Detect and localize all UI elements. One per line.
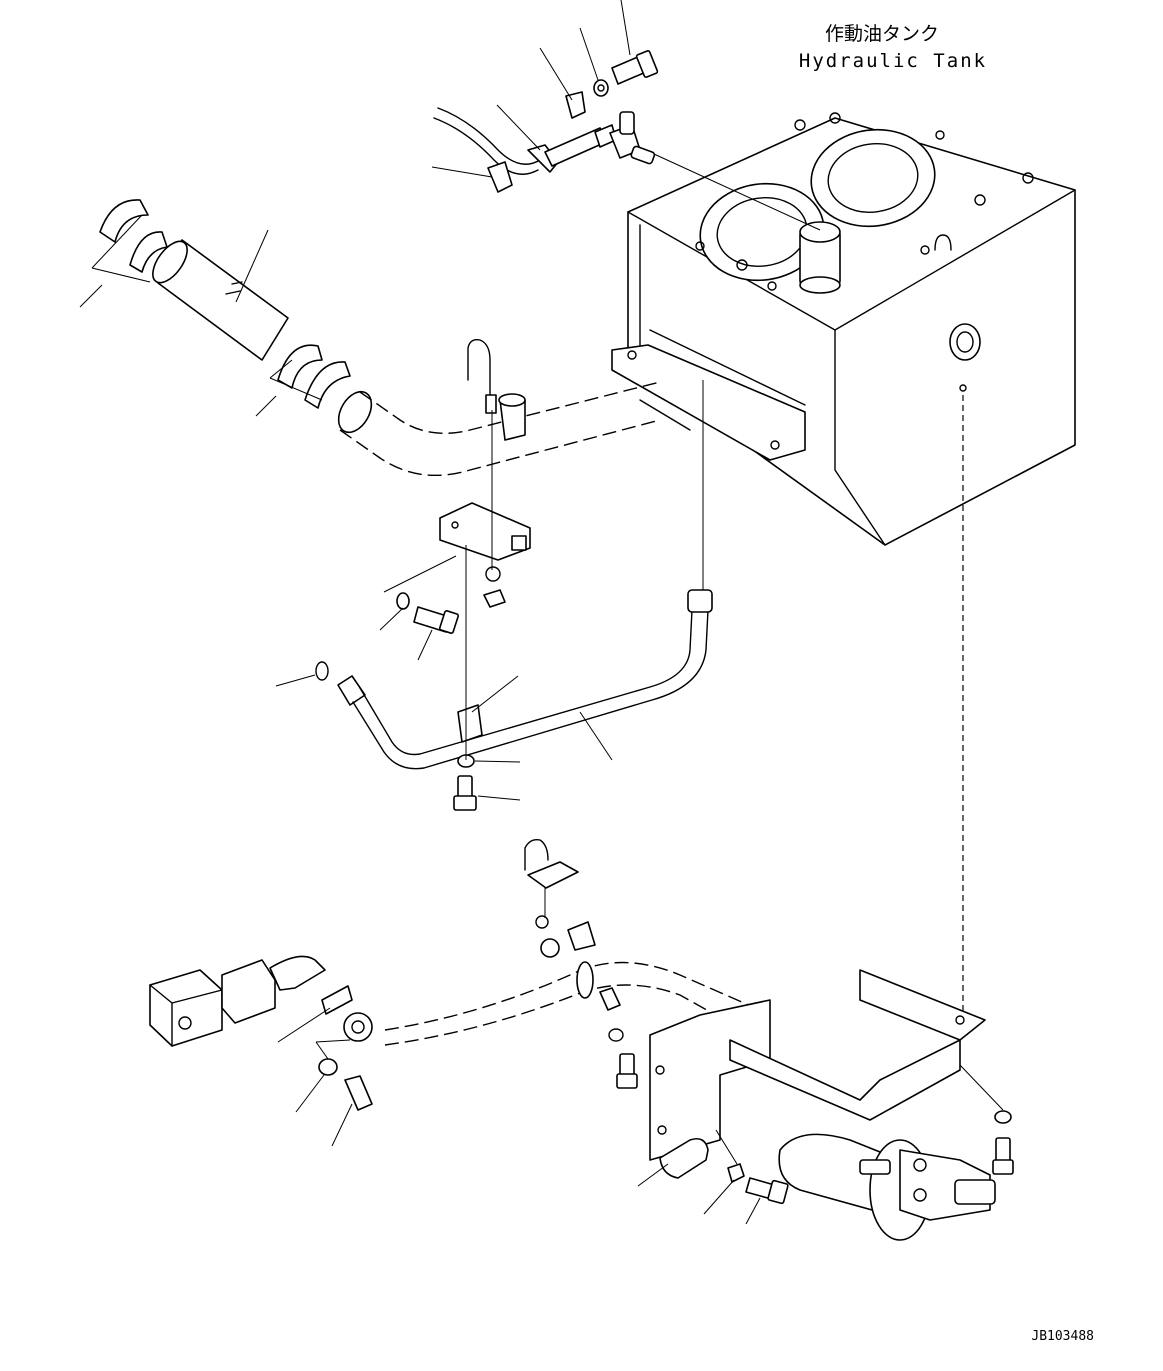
pump-suction-hose (384, 838, 761, 1089)
leader-lines (79, 0, 1004, 1225)
pipe-bracket (439, 502, 531, 608)
alignment-lines (465, 153, 964, 1165)
steel-tube (315, 589, 713, 770)
valve-block (149, 955, 326, 1047)
elbow-cap (659, 1137, 709, 1179)
hydraulic-tank (611, 112, 1076, 546)
pump-mount-frame (649, 969, 996, 1241)
top-bolt (593, 50, 659, 97)
pump-bolt (727, 1163, 789, 1205)
tank-label-english: Hydraulic Tank (799, 50, 987, 72)
filter-hose-assembly (99, 199, 351, 409)
frame-bolt-right (992, 1110, 1014, 1175)
bracket-bolt (396, 592, 460, 634)
tube-clamp-bolt (453, 754, 477, 811)
top-hose-assembly (433, 91, 656, 193)
suction-pipe (337, 338, 661, 476)
drawing-id: JB103488 (1031, 1329, 1094, 1344)
flange-fittings (318, 985, 373, 1111)
tank-label-japanese: 作動油タンク (825, 23, 939, 45)
